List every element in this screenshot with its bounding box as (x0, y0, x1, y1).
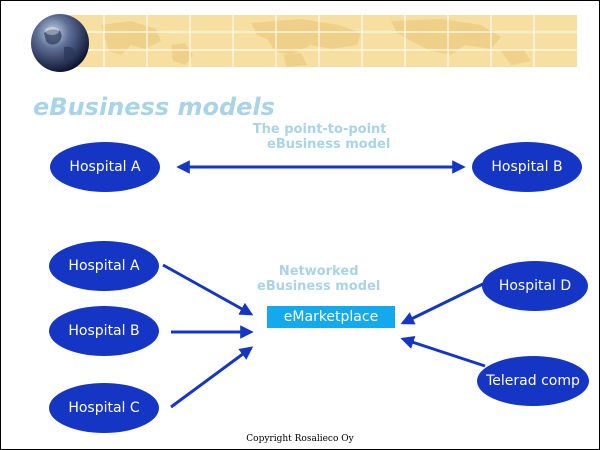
net-label-line2: eBusiness model (257, 279, 381, 294)
emarketplace-hub: eMarketplace (267, 306, 395, 328)
network-node-hospital-c: Hospital C (49, 383, 159, 433)
arrow-hospital-a (162, 263, 254, 316)
net-label-line1: Networked (278, 264, 359, 279)
copyright-footer: Copyright Rosalieco Oy (246, 434, 354, 444)
globe-icon (31, 14, 89, 72)
arrow-hospital-c (170, 346, 254, 409)
world-map-banner (61, 15, 577, 67)
network-node-hospital-b: Hospital B (49, 306, 159, 356)
network-node-telerad-comp: Telerad comp (477, 356, 589, 406)
slide-title: eBusiness models (33, 93, 275, 121)
network-node-hospital-d: Hospital D (482, 261, 588, 311)
p2p-label-line1: The point-to-point (252, 122, 387, 137)
p2p-label-line2: eBusiness model (267, 137, 391, 152)
network-node-hospital-a: Hospital A (49, 241, 159, 291)
p2p-node-hospital-b: Hospital B (472, 142, 582, 192)
arrow-hospital-d (400, 281, 486, 325)
p2p-model-label: The point-to-point eBusiness model (249, 122, 391, 152)
arrow-telerad-comp (400, 335, 486, 368)
networked-model-label: Networked eBusiness model (257, 264, 380, 294)
p2p-node-hospital-a: Hospital A (50, 142, 160, 192)
